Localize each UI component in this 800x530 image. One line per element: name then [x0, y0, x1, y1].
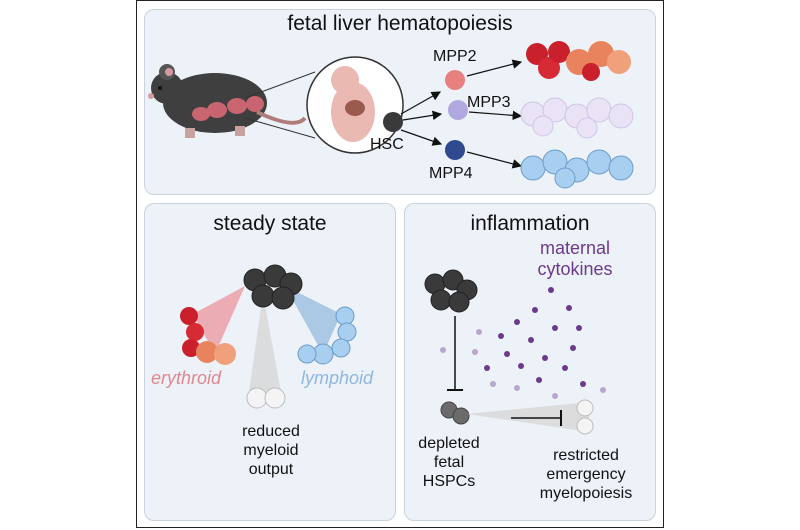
myeloid-cells-icon — [246, 387, 286, 409]
panel-title-fetal-liver: fetal liver hematopoiesis — [287, 12, 513, 35]
hsc-cluster-icon — [424, 269, 478, 313]
steady-state-illustration — [180, 264, 357, 409]
fetal-liver-illustration — [148, 41, 634, 189]
panel-title-steady-state: steady state — [213, 212, 327, 235]
restricted-line-1: restricted — [553, 447, 619, 464]
inflammation-illustration — [424, 269, 606, 435]
maternal-line-2: cytokines — [537, 259, 613, 279]
panel-inflammation: inflammation — [404, 203, 656, 521]
lymphoid-cells-icon — [297, 306, 357, 365]
erythroid-cells-icon — [180, 307, 236, 365]
reduced-line-2: myeloid — [243, 442, 299, 459]
hsc-cell-icon — [383, 112, 403, 132]
restricted-emergency-myelopoiesis-label: restricted emergency myelopoiesis — [523, 446, 649, 503]
lymphoid-label: lymphoid — [301, 368, 374, 388]
maternal-line-1: maternal — [539, 238, 611, 258]
myeloid-cells-icon — [576, 399, 594, 435]
mpp4-cell-icon — [445, 140, 465, 160]
erythroid-output-icon — [526, 41, 631, 81]
lymphoid-output-icon — [520, 149, 634, 189]
depleted-line-1: depleted — [418, 435, 480, 452]
hsc-label: HSC — [370, 136, 404, 153]
hsc-cluster-icon — [243, 264, 303, 310]
reduced-myeloid-output-label: reduced myeloid output — [221, 422, 321, 479]
depleted-hspc-icon — [440, 401, 470, 425]
mpp3-label: MPP3 — [467, 94, 511, 111]
restricted-line-3: myelopoiesis — [539, 485, 633, 502]
mpp3-cell-icon — [448, 100, 468, 120]
maternal-cytokines-label: maternal cytokines — [525, 238, 625, 280]
depleted-line-3: HSPCs — [422, 473, 476, 490]
erythroid-label: erythroid — [151, 368, 222, 388]
embryo-icon — [306, 56, 404, 154]
cytokine-dots — [484, 287, 586, 387]
panel-fetal-liver: fetal liver hematopoiesis — [144, 9, 656, 195]
restricted-line-2: emergency — [546, 466, 626, 483]
mpp2-cell-icon — [445, 70, 465, 90]
panel-steady-state: steady state — [144, 203, 396, 521]
depleted-fetal-hspcs-label: depleted fetal HSPCs — [407, 434, 491, 491]
reduced-line-3: output — [248, 461, 294, 478]
pregnant-mouse-icon — [148, 64, 307, 138]
myeloid-output-icon — [520, 97, 634, 139]
figure-frame: fetal liver hematopoiesis — [136, 0, 664, 528]
reduced-line-1: reduced — [242, 423, 300, 440]
depleted-line-2: fetal — [433, 454, 465, 471]
mpp4-label: MPP4 — [429, 165, 473, 182]
mpp2-label: MPP2 — [433, 48, 477, 65]
panel-title-inflammation: inflammation — [470, 212, 590, 235]
